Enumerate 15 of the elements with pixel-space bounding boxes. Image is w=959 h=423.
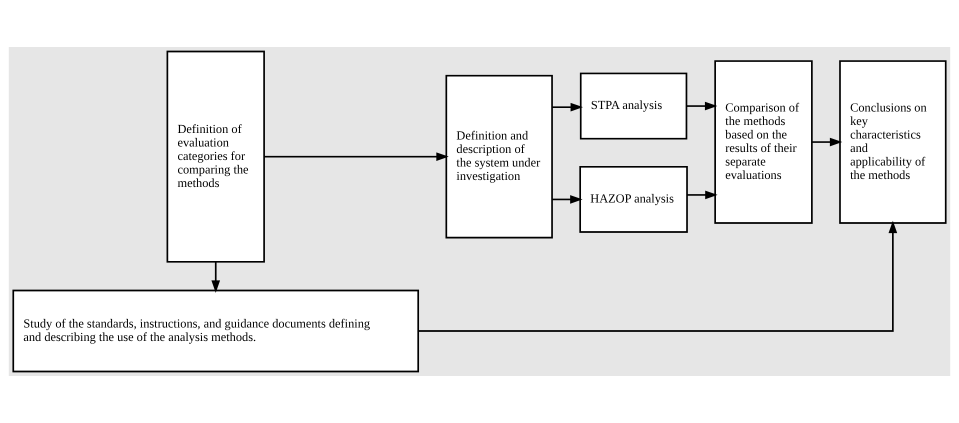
arrow [552,195,583,204]
node-box: Comparison of the methods based on the results of their separate evaluations [714,60,813,224]
node-box: STPA analysis [580,72,688,140]
arrow [812,138,842,146]
arrow [686,102,718,110]
arrow [418,220,898,332]
arrow [264,152,449,161]
node-box: Study of the standards, instructions, and guidance documents defining and describing the use of the analysis methods. [12,290,420,372]
arrow [552,102,583,112]
node-box: Definition of evaluation categories for comparing the methods [166,50,265,263]
node-box: Conclusions on key characteristics and applicability of the methods [839,60,947,224]
node-box: Definition and description of the system under investigation [445,74,553,238]
arrow [687,190,718,200]
node-box: HAZOP analysis [579,166,688,233]
arrow [211,262,220,293]
